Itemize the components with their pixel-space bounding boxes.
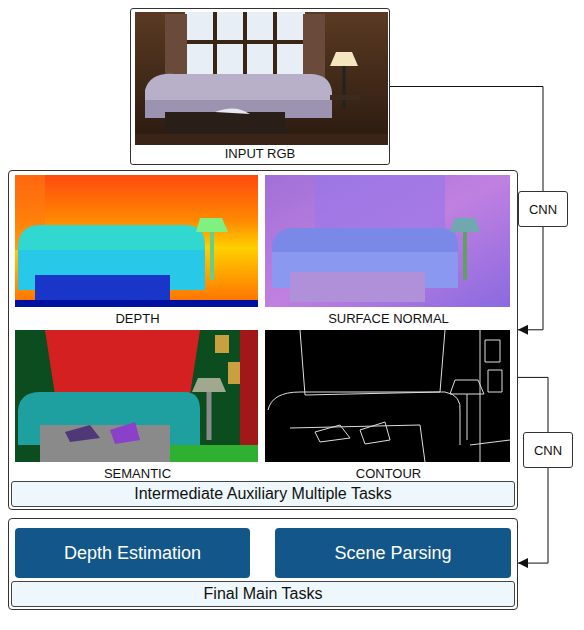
image-panel: CONTOUR [266,331,511,481]
input-frame: INPUT RGB [130,8,390,165]
task-label: Depth Estimation [64,543,201,564]
band-label: Intermediate Auxiliary Multiple Tasks [11,481,515,507]
task-group: Intermediate Auxiliary Multiple Tasks DEP… [8,170,518,510]
band-label: Final Main Tasks [11,581,515,607]
image-panel: DEPTH [16,176,259,326]
caption: DEPTH [16,311,259,326]
caption: CONTOUR [266,466,511,481]
edge-label: CNN [518,191,568,227]
depth-map [15,175,258,307]
image-panel: SURFACE NORMAL [266,176,511,326]
connector-arrow [518,377,548,563]
task-label: Scene Parsing [334,543,451,564]
image-panel: SEMANTIC [16,331,259,481]
task-group: Final Main Tasks Depth Estimation Scene Pa… [8,518,518,610]
task-box: Depth Estimation [15,528,250,578]
semantic-map [15,330,258,462]
caption: SEMANTIC [16,466,259,481]
caption: SURFACE NORMAL [266,311,511,326]
edge-label: CNN [523,432,573,468]
contour-map [265,330,510,462]
task-box: Scene Parsing [275,528,511,578]
rgb-photo [135,12,388,145]
caption: INPUT RGB [131,146,389,161]
normal-map [265,175,510,307]
